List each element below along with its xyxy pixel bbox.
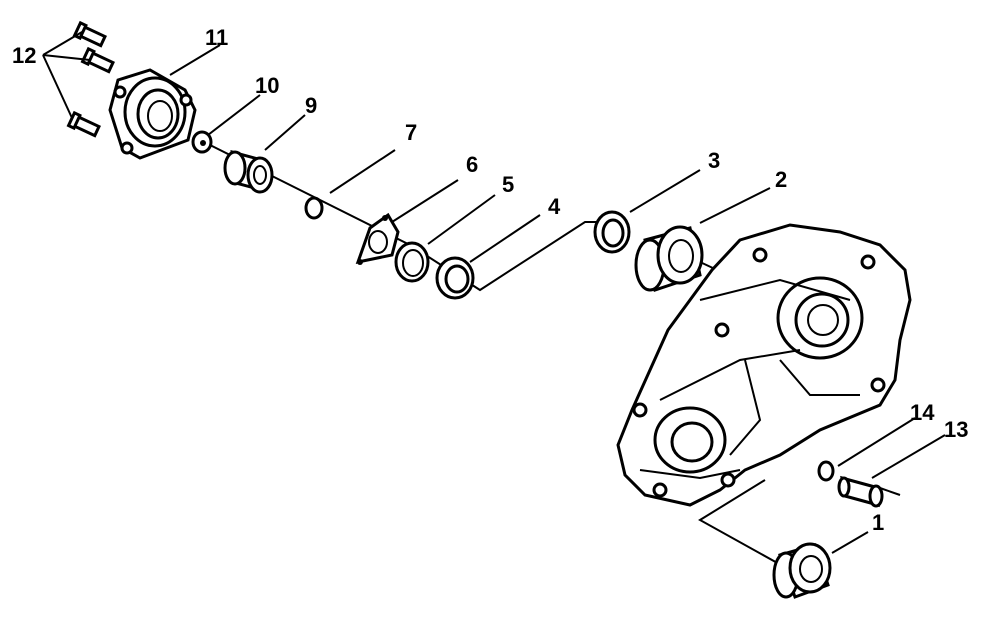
callout-10: 10 <box>255 73 279 98</box>
callout-2: 2 <box>775 167 787 192</box>
callout-14: 14 <box>910 400 935 425</box>
bearing-part-1 <box>772 542 832 599</box>
callout-9: 9 <box>305 93 317 118</box>
seal-part-3 <box>593 210 631 254</box>
bushing-part-9 <box>223 150 274 194</box>
o-ring-part-14 <box>817 460 835 482</box>
callout-6: 6 <box>466 152 478 177</box>
callout-4: 4 <box>548 194 561 219</box>
callout-1: 1 <box>872 510 884 535</box>
callout-11: 11 <box>205 25 228 50</box>
bolt-part-12 <box>66 20 115 138</box>
callout-12: 12 <box>12 43 36 68</box>
o-ring-part-7 <box>304 196 324 220</box>
callout-7: 7 <box>405 120 417 145</box>
callout-3: 3 <box>708 148 720 173</box>
bearing-housing-part-11 <box>108 68 197 160</box>
gasket-plate-part-6 <box>355 212 400 265</box>
oil-seal-part-4 <box>435 256 475 300</box>
crankcase-cover <box>616 223 912 507</box>
washer-part-10 <box>191 130 213 154</box>
shaft-part-13 <box>837 475 884 508</box>
callout-5: 5 <box>502 172 514 197</box>
bearing-part-2 <box>634 225 704 292</box>
callout-numbers: 12 11 10 9 7 6 5 4 3 2 14 13 1 <box>12 25 968 535</box>
ring-part-5 <box>394 241 430 283</box>
leader-lines <box>42 31 946 554</box>
callout-13: 13 <box>944 417 968 442</box>
